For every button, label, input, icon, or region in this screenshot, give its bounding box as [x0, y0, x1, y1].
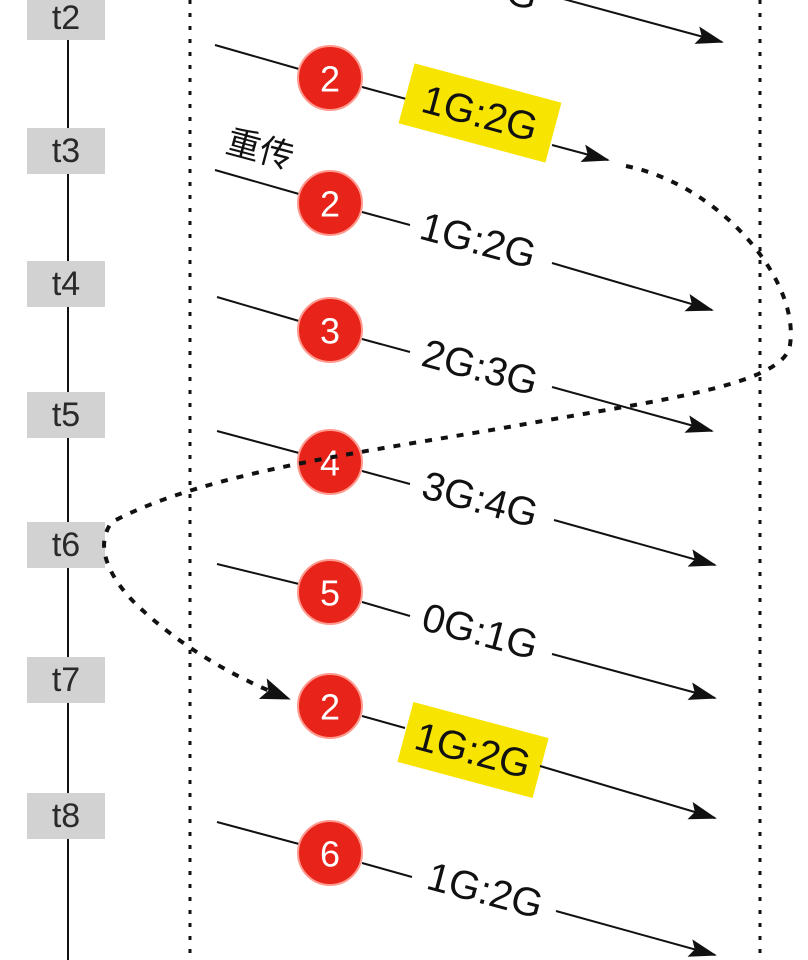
segment-arrow — [551, 144, 610, 162]
time-label-text: t7 — [52, 661, 80, 699]
time-label-text: t8 — [52, 797, 80, 835]
sequence-number: 3 — [320, 311, 340, 352]
segment-line — [214, 44, 300, 70]
time-label-box — [27, 522, 105, 568]
sequence-number: 6 — [320, 834, 340, 875]
segment-line — [361, 338, 411, 353]
segment-arrow — [563, 0, 724, 44]
segment-line — [216, 821, 300, 845]
time-label-text: t4 — [52, 265, 80, 303]
time-label-t2: t2 — [27, 0, 105, 40]
segment-label: 2G:3G — [417, 331, 542, 404]
segment-line — [216, 563, 300, 585]
segment-arrow — [551, 653, 717, 700]
time-label-box — [27, 657, 105, 703]
segment-row-3: 3 2G:3G — [216, 296, 714, 433]
time-label-t4: t4 — [27, 261, 105, 307]
segment-line — [361, 86, 411, 101]
sequence-marker — [297, 45, 363, 111]
time-label-text: t2 — [52, 0, 80, 37]
time-label-box — [27, 261, 105, 307]
segment-row-5: 5 0G:1G — [216, 559, 717, 700]
segment-partial: G — [501, 0, 724, 44]
time-label-text: t3 — [52, 132, 80, 170]
segment-line — [216, 430, 300, 454]
time-label-t5: t5 — [27, 392, 105, 438]
segment-line — [361, 862, 413, 878]
highlight-box — [397, 701, 549, 799]
segment-line — [216, 296, 300, 322]
sequence-marker — [297, 170, 363, 236]
segment-label: 0G:1G — [417, 595, 542, 668]
segment-label: 3G:4G — [417, 463, 542, 536]
sequence-number: 2 — [320, 687, 340, 728]
time-label-t3: t3 — [27, 128, 105, 174]
segment-arrow — [551, 386, 714, 433]
segment-line — [361, 211, 411, 226]
sequence-marker — [297, 820, 363, 886]
sequence-number: 4 — [320, 443, 340, 484]
time-label-t7: t7 — [27, 657, 105, 703]
time-label-box — [27, 793, 105, 839]
time-label-t6: t6 — [27, 522, 105, 568]
sequence-marker — [297, 559, 363, 625]
segment-row-7: 6 1G:2G — [216, 820, 717, 957]
time-label-text: t5 — [52, 396, 80, 434]
time-label-box — [27, 128, 105, 174]
segment-label: 1G:2G — [422, 854, 547, 927]
segment-line — [361, 601, 411, 617]
sequence-number: 5 — [320, 573, 340, 614]
segment-line — [214, 169, 300, 195]
highlight-box — [398, 63, 562, 163]
sequence-number: 2 — [320, 59, 340, 100]
segment-line — [361, 470, 411, 485]
time-label-box — [27, 392, 105, 438]
segment-line — [361, 715, 406, 729]
delayed-segment-path — [102, 164, 793, 700]
segment-arrow — [555, 910, 717, 957]
sequence-number: 2 — [320, 184, 340, 225]
segment-row-6: 2 1G:2G — [297, 673, 717, 820]
segment-row-2: 重传 2 1G:2G — [214, 122, 714, 312]
segment-label: G — [501, 0, 542, 19]
time-label-box — [27, 0, 105, 40]
segment-row-4: 4 3G:4G — [216, 429, 717, 567]
segment-arrow — [553, 519, 717, 567]
time-label-t8: t8 — [27, 793, 105, 839]
sequence-marker — [297, 673, 363, 739]
segment-arrow — [551, 262, 714, 312]
sequence-marker — [297, 297, 363, 363]
segment-arrow — [539, 765, 717, 820]
segment-label: 1G:2G — [415, 204, 540, 277]
sequence-marker — [297, 429, 363, 495]
time-label-text: t6 — [52, 526, 80, 564]
retransmit-note: 重传 — [222, 122, 298, 178]
